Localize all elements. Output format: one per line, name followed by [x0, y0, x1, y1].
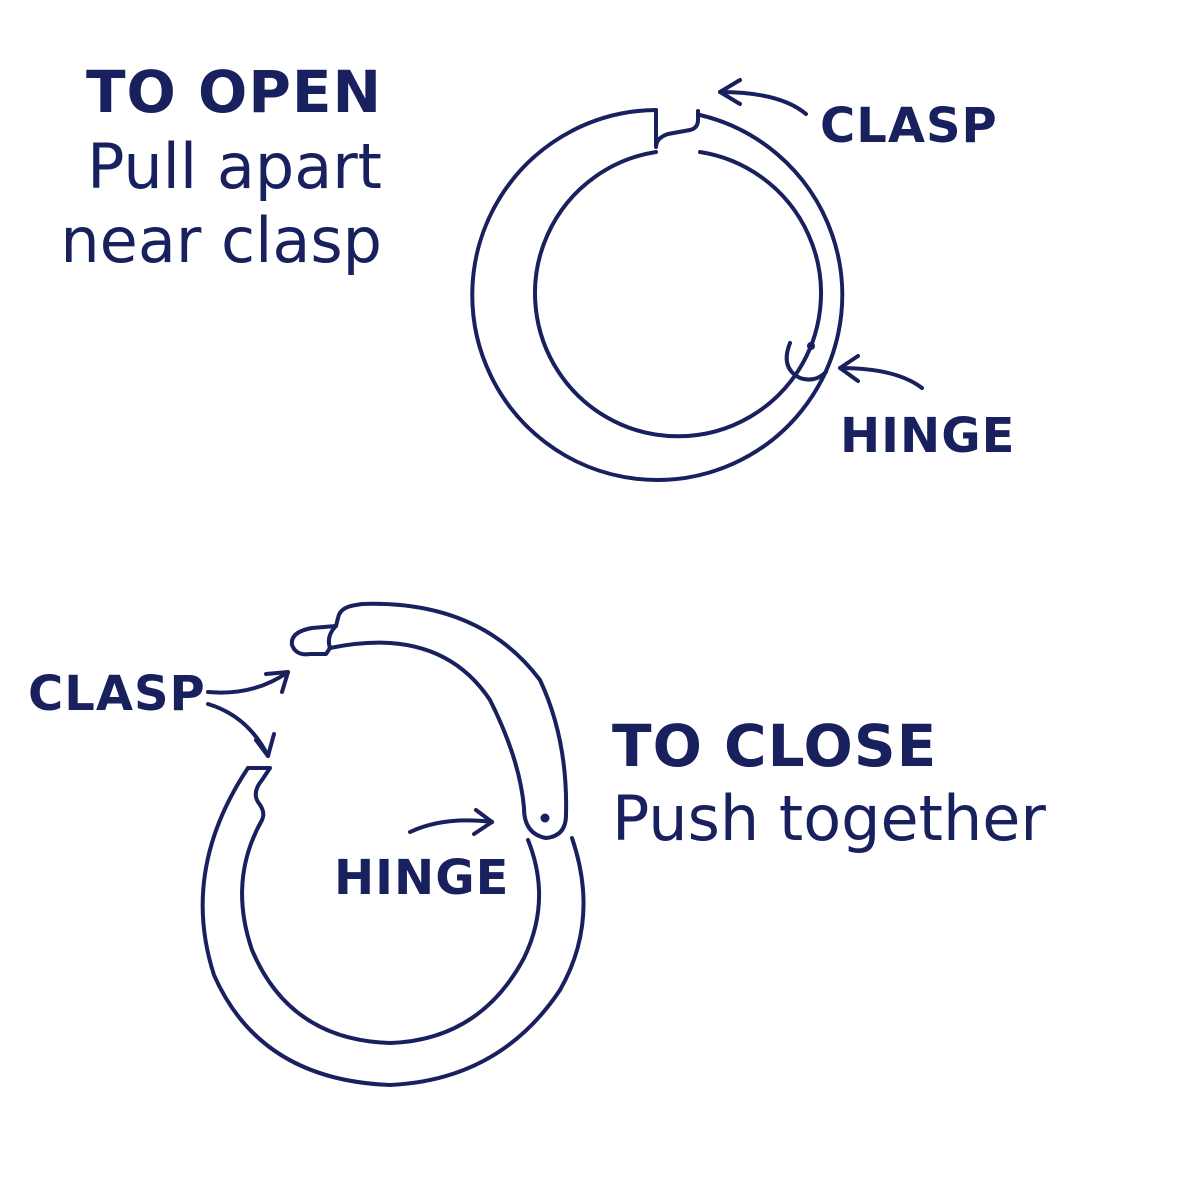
open-ring-diagram [200, 601, 586, 1087]
close-section: TO CLOSE Push together CLASP [28, 601, 1046, 1087]
open-ring-upper-arm [328, 640, 526, 810]
open-instruction-line-1: Pull apart [87, 130, 382, 203]
open-hinge-label: HINGE [840, 408, 1015, 464]
close-clasp-arrow-lower [206, 702, 276, 758]
open-ring-upper-arm-outer [360, 601, 569, 817]
close-heading: TO CLOSE [612, 712, 937, 780]
open-clasp-arrow [718, 78, 808, 116]
closed-ring-diagram [470, 108, 845, 482]
hinge-block [522, 806, 568, 840]
open-heading: TO OPEN [86, 58, 382, 126]
upper-clasp-tip [289, 602, 364, 657]
open-hinge-arrow [838, 354, 924, 390]
open-instruction-line-2: near clasp [60, 204, 382, 277]
close-clasp-label: CLASP [28, 666, 206, 722]
hinge-joint [784, 341, 828, 382]
clasp-notch [654, 108, 700, 149]
upper-clasp-step [326, 624, 338, 650]
close-hinge-arrow [408, 808, 494, 836]
lower-clasp-notch [246, 766, 272, 822]
close-instruction-line-1: Push together [612, 782, 1046, 855]
open-ring-lower-outer [200, 766, 586, 1087]
open-ring-lower-inner [240, 818, 541, 1045]
close-clasp-arrow-upper [206, 670, 290, 695]
hinge-pin-dot [807, 342, 815, 350]
open-section: TO OPEN Pull apart near clasp CLASP HING… [60, 58, 1015, 482]
close-hinge-pin-dot [540, 813, 550, 823]
closed-ring-inner [533, 150, 823, 439]
closed-ring-outer [470, 108, 845, 482]
open-clasp-label: CLASP [820, 98, 998, 154]
close-hinge-label: HINGE [334, 850, 509, 906]
